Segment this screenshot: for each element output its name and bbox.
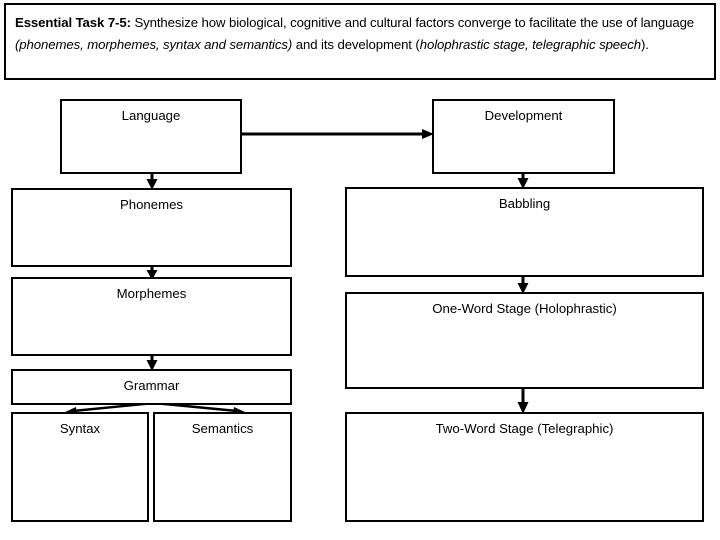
node-babbling[interactable]: Babbling [345, 187, 704, 277]
connector-language-to-development-arrow [242, 128, 434, 140]
node-language-label: Language [121, 108, 181, 123]
node-phonemes-label: Phonemes [119, 197, 184, 212]
essential-task-label: Essential Task 7-5: [15, 15, 131, 30]
node-grammar-label: Grammar [123, 378, 180, 393]
essential-task-prompt-box: Essential Task 7-5: Synthesize how biolo… [4, 3, 716, 80]
prompt-segment-1: Synthesize how biological, cognitive and… [130, 15, 695, 30]
node-grammar[interactable]: Grammar [11, 369, 292, 405]
essential-task-prompt-text: Essential Task 7-5: Synthesize how biolo… [15, 12, 705, 56]
node-language[interactable]: Language [60, 99, 242, 174]
node-morphemes-label: Morphemes [116, 286, 187, 301]
prompt-segment-2: and its development ( [292, 37, 420, 52]
prompt-italic-2: holophrastic stage, telegraphic speech [419, 37, 641, 52]
node-development-label: Development [484, 108, 563, 123]
node-one-word-stage-label: One-Word Stage (Holophrastic) [432, 301, 617, 316]
node-two-word-stage-label: Two-Word Stage (Telegraphic) [435, 421, 614, 436]
node-semantics-label: Semantics [191, 421, 254, 436]
node-babbling-label: Babbling [498, 196, 551, 211]
prompt-italic-1: (phonemes, morphemes, syntax and semanti… [15, 37, 293, 52]
connector-one-word-stage-to-two-word-stage-arrow [516, 388, 530, 414]
node-two-word-stage[interactable]: Two-Word Stage (Telegraphic) [345, 412, 704, 522]
node-development[interactable]: Development [432, 99, 615, 174]
node-morphemes[interactable]: Morphemes [11, 277, 292, 356]
node-syntax-label: Syntax [59, 421, 101, 436]
node-syntax[interactable]: Syntax [11, 412, 149, 522]
node-semantics[interactable]: Semantics [153, 412, 292, 522]
node-phonemes[interactable]: Phonemes [11, 188, 292, 267]
node-one-word-stage[interactable]: One-Word Stage (Holophrastic) [345, 292, 704, 389]
prompt-segment-3: ). [641, 37, 649, 52]
